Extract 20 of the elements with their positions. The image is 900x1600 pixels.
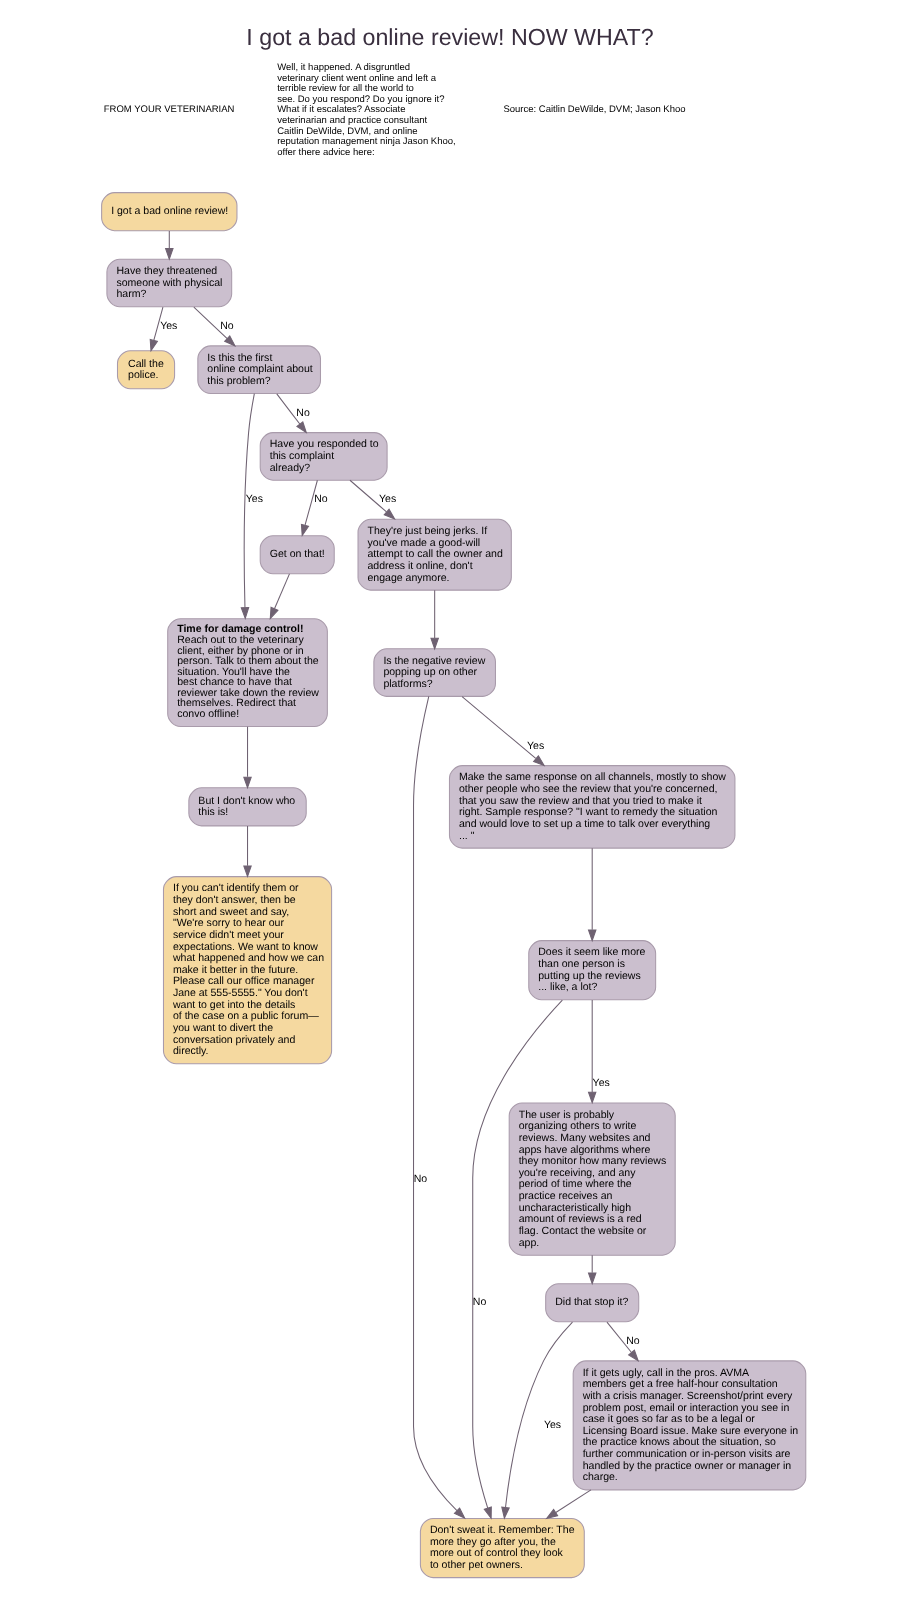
- arrow: [269, 573, 290, 621]
- arrow: [413, 695, 466, 1520]
- arrow: [472, 999, 563, 1520]
- arrow: [501, 1321, 573, 1520]
- arrow: [276, 393, 308, 434]
- diagram-title: I got a bad online review! NOW WHAT?: [246, 25, 654, 52]
- arrow: [240, 393, 255, 620]
- arrow: [243, 726, 252, 790]
- arrow: [430, 589, 440, 651]
- arrow: [587, 847, 597, 943]
- arrow: [587, 999, 597, 1105]
- arrow: [149, 306, 164, 353]
- arrow: [193, 306, 237, 347]
- arrow: [587, 1254, 597, 1286]
- arrow: [545, 1489, 592, 1520]
- arrow: [243, 825, 252, 879]
- arrow: [606, 1321, 640, 1362]
- arrow: [349, 479, 396, 521]
- arrow: [300, 479, 318, 538]
- arrow: [461, 696, 546, 767]
